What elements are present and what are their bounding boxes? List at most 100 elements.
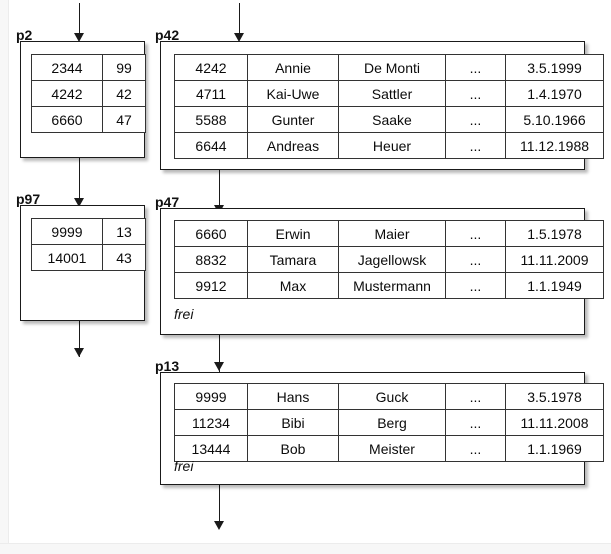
arrow-p97-out-line [79,320,80,357]
arrow-p13-out-head [214,521,224,530]
arrow-p47-to-p13-line [219,335,220,373]
record-id-cell: 4242 [174,54,248,81]
arrow-p97-out-head [74,348,84,357]
table-row[interactable]: 9912 Max Mustermann ... 1.1.1949 [174,272,604,299]
index-pointer-cell: 42 [102,80,146,107]
record-last-cell: De Monti [338,54,446,81]
record-first-cell: Tamara [247,246,339,273]
record-date-cell: 1.4.1970 [505,80,604,107]
record-last-cell: Berg [338,409,446,436]
data-table-p47: 6660 Erwin Maier ... 1.5.1978 8832 Tamar… [174,220,604,299]
data-table-p42: 4242 Annie De Monti ... 3.5.1999 4711 Ka… [174,54,604,159]
index-key-cell: 9999 [31,218,103,245]
arrow-into-p42-head [234,33,244,42]
table-row[interactable]: 9999 Hans Guck ... 3.5.1978 [174,383,604,410]
record-more-cell: ... [445,54,506,81]
arrow-p42-to-p47-line [219,170,220,208]
record-more-cell: ... [445,80,506,107]
record-date-cell: 1.5.1978 [505,220,604,247]
record-id-cell: 8832 [174,246,248,273]
index-key-cell: 6660 [31,106,103,133]
table-row[interactable]: 4242 Annie De Monti ... 3.5.1999 [174,54,604,81]
record-id-cell: 9912 [174,272,248,299]
record-date-cell: 1.1.1949 [505,272,604,299]
record-id-cell: 9999 [174,383,248,410]
record-date-cell: 3.5.1978 [505,383,604,410]
table-row[interactable]: 6644 Andreas Heuer ... 11.12.1988 [174,132,604,159]
record-id-cell: 5588 [174,106,248,133]
record-id-cell: 4711 [174,80,248,107]
left-gutter [0,0,9,554]
record-first-cell: Andreas [247,132,339,159]
record-first-cell: Gunter [247,106,339,133]
record-more-cell: ... [445,409,506,436]
index-pointer-cell: 43 [102,244,146,271]
record-last-cell: Heuer [338,132,446,159]
page-label-p47: p47 [155,194,180,210]
page-label-p42: p42 [155,27,180,43]
index-key-cell: 2344 [31,54,103,81]
record-id-cell: 13444 [174,435,248,462]
record-date-cell: 1.1.1969 [505,435,604,462]
index-table-p97: 9999 13 14001 43 [31,218,146,271]
index-key-cell: 4242 [31,80,103,107]
bottom-gutter [0,543,611,554]
record-id-cell: 11234 [174,409,248,436]
record-last-cell: Maier [338,220,446,247]
index-pointer-cell: 47 [102,106,146,133]
record-date-cell: 11.11.2008 [505,409,604,436]
arrow-p13-out-line [219,485,220,525]
page-label-p13: p13 [155,358,180,374]
free-space-label-p13: frei [174,458,194,474]
data-table-p13: 9999 Hans Guck ... 3.5.1978 11234 Bibi B… [174,383,604,462]
table-row[interactable]: 8832 Tamara Jagellowsk ... 11.11.2009 [174,246,604,273]
arrow-p2-to-p97-line [79,157,80,201]
record-date-cell: 11.11.2009 [505,246,604,273]
record-first-cell: Hans [247,383,339,410]
table-row[interactable]: 6660 Erwin Maier ... 1.5.1978 [174,220,604,247]
record-first-cell: Max [247,272,339,299]
record-last-cell: Sattler [338,80,446,107]
record-date-cell: 5.10.1966 [505,106,604,133]
page-label-p97: p97 [16,191,41,207]
record-date-cell: 3.5.1999 [505,54,604,81]
arrow-into-p2-line [79,3,80,36]
record-first-cell: Erwin [247,220,339,247]
arrow-p47-to-p13-head [214,362,224,371]
table-row[interactable]: 9999 13 [31,218,146,245]
record-more-cell: ... [445,272,506,299]
table-row[interactable]: 4242 42 [31,80,146,107]
record-more-cell: ... [445,220,506,247]
table-row[interactable]: 11234 Bibi Berg ... 11.11.2008 [174,409,604,436]
record-last-cell: Guck [338,383,446,410]
arrow-into-p2-head [74,33,84,42]
record-id-cell: 6644 [174,132,248,159]
free-space-label-p47: frei [174,306,194,322]
index-table-p2: 2344 99 4242 42 6660 47 [31,54,146,133]
record-last-cell: Mustermann [338,272,446,299]
table-row[interactable]: 4711 Kai-Uwe Sattler ... 1.4.1970 [174,80,604,107]
index-pointer-cell: 99 [102,54,146,81]
record-last-cell: Jagellowsk [338,246,446,273]
arrow-p2-to-p97-head [74,198,84,207]
record-first-cell: Kai-Uwe [247,80,339,107]
record-last-cell: Saake [338,106,446,133]
record-more-cell: ... [445,435,506,462]
table-row[interactable]: 14001 43 [31,244,146,271]
table-row[interactable]: 5588 Gunter Saake ... 5.10.1966 [174,106,604,133]
record-more-cell: ... [445,383,506,410]
record-first-cell: Bibi [247,409,339,436]
record-more-cell: ... [445,132,506,159]
record-more-cell: ... [445,106,506,133]
record-more-cell: ... [445,246,506,273]
arrow-into-p42-line [239,3,240,36]
index-pointer-cell: 13 [102,218,146,245]
index-key-cell: 14001 [31,244,103,271]
table-row[interactable]: 13444 Bob Meister ... 1.1.1969 [174,435,604,462]
table-row[interactable]: 2344 99 [31,54,146,81]
page-label-p2: p2 [16,27,33,43]
record-first-cell: Annie [247,54,339,81]
table-row[interactable]: 6660 47 [31,106,146,133]
record-last-cell: Meister [338,435,446,462]
